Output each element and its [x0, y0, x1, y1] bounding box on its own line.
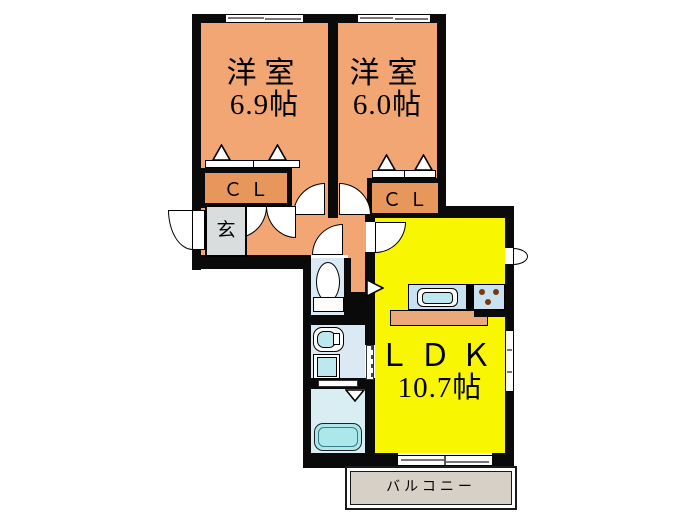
closet-rod-icon [372, 170, 436, 178]
kitchen-counter [408, 284, 505, 310]
entrance-label: 玄 [216, 220, 236, 241]
ldk-floor [375, 218, 505, 453]
bathtub-icon [314, 423, 362, 451]
closet-2: ＣＬ [367, 178, 443, 218]
sliding-door-icon [318, 380, 358, 387]
hanger-icon [414, 154, 433, 171]
balcony-label: バルコニー [386, 479, 476, 495]
closet-2-label: ＣＬ [372, 183, 438, 213]
door-opening [366, 222, 375, 252]
bedroom-1-name: 洋室 [226, 57, 303, 90]
wall [192, 255, 311, 269]
wall [437, 14, 446, 210]
entrance-room: 玄 [205, 205, 247, 257]
washbasin-icon [313, 327, 344, 352]
bedroom-2-size: 6.0帖 [352, 88, 423, 121]
bedroom-2-name: 洋室 [349, 57, 426, 90]
ldk-name: ＬＤＫ [378, 338, 502, 373]
wall [344, 258, 351, 298]
door-wedge-icon [366, 279, 384, 297]
wall [474, 310, 505, 317]
closet-rod-icon [205, 160, 300, 168]
folding-door-icon [345, 389, 365, 402]
wall [303, 255, 311, 468]
wall [437, 206, 514, 218]
toilet-icon [313, 262, 344, 312]
ldk-label: ＬＤＫ 10.7帖 [375, 338, 505, 404]
wall [192, 14, 226, 23]
bedroom-1-size: 6.9帖 [229, 88, 300, 121]
wall [192, 14, 201, 212]
wall [365, 252, 375, 345]
kitchen-counter-front [390, 310, 488, 326]
balcony-window-icon [398, 455, 492, 466]
closet-1: ＣＬ [200, 168, 292, 208]
balcony: バルコニー [345, 466, 517, 510]
bedroom-1-label: 洋室 6.9帖 [201, 58, 328, 120]
washing-machine-icon [313, 354, 340, 379]
hanger-icon [268, 144, 287, 161]
kitchen-sink-icon [417, 288, 458, 307]
wall [303, 453, 398, 468]
window-icon [505, 330, 514, 392]
small-swing-window-icon [513, 248, 528, 265]
bedroom-2-label: 洋室 6.0帖 [338, 58, 437, 120]
entrance-door-icon [192, 210, 205, 250]
small-window-opening [505, 248, 514, 264]
stove-burners-icon [473, 285, 504, 309]
window-icon [358, 14, 430, 23]
ldk-size: 10.7帖 [397, 371, 483, 404]
sliding-door-icon [366, 345, 374, 380]
hanger-icon [377, 154, 396, 171]
window-icon [226, 14, 303, 23]
closet-1-label: ＣＬ [205, 173, 287, 203]
door-swing-icon [168, 210, 193, 250]
wall [328, 14, 338, 218]
hanger-icon [212, 144, 231, 161]
wall [311, 315, 375, 325]
wall [365, 380, 375, 455]
